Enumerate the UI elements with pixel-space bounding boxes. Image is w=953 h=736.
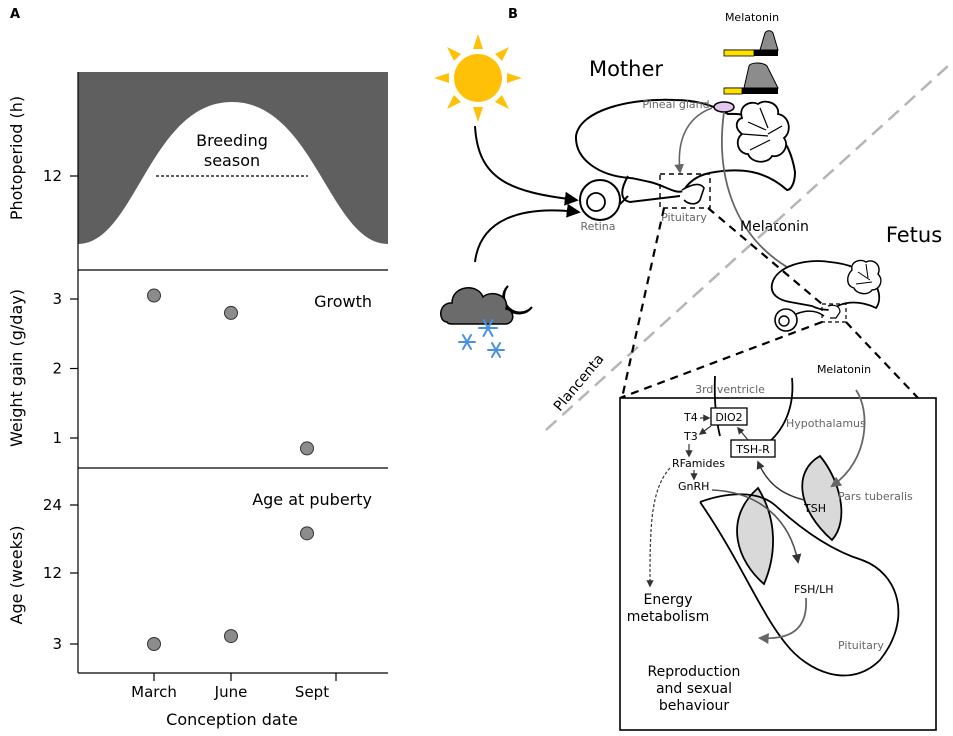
puberty-point bbox=[147, 637, 161, 651]
sun-icon bbox=[434, 34, 522, 122]
energy-label-line1: Energy bbox=[643, 592, 692, 608]
pars-tuberalis-label: Pars tuberalis bbox=[838, 490, 913, 503]
energy-label-line2: metabolism bbox=[627, 609, 709, 625]
melatonin-profile-label: Melatonin bbox=[725, 11, 779, 24]
tsh-label: TSH bbox=[803, 502, 826, 515]
pituitary-outline bbox=[699, 493, 900, 677]
mother-label: Mother bbox=[589, 57, 663, 81]
x-tick-label: March bbox=[131, 683, 177, 701]
growth-y-tick-label: 1 bbox=[52, 429, 62, 447]
melatonin-transfer-line bbox=[721, 111, 793, 271]
gnrh-to-pituitary-arrow bbox=[711, 489, 802, 564]
inset-diagram bbox=[646, 375, 900, 677]
third-ventricle-label: 3rd ventricle bbox=[695, 383, 765, 396]
x-axis-label: Conception date bbox=[166, 710, 298, 729]
growth-panel: Growth Weight gain (g/day) bbox=[7, 269, 388, 468]
growth-title: Growth bbox=[314, 292, 372, 311]
rfamides-label: RFamides bbox=[672, 457, 725, 470]
t3-label: T3 bbox=[683, 430, 698, 443]
melatonin-profiles bbox=[723, 30, 779, 95]
retina-label: Retina bbox=[581, 220, 616, 233]
t4-label: T4 bbox=[683, 411, 698, 424]
placenta-line bbox=[545, 65, 949, 431]
x-tick-label: Sept bbox=[295, 683, 329, 701]
fetal-melatonin-label: Melatonin bbox=[817, 363, 871, 376]
mother-pituitary-label: Pituitary bbox=[661, 211, 707, 224]
x-tick-label: June bbox=[214, 683, 248, 701]
repro-label-line3: behaviour bbox=[659, 698, 730, 714]
pineal-to-pituitary-arrow bbox=[674, 107, 713, 174]
puberty-panel: Age at puberty Age (weeks) Conception da… bbox=[7, 467, 388, 729]
growth-y-tick-label: 3 bbox=[52, 290, 62, 308]
pineal-gland-label: Pineal gland bbox=[642, 98, 709, 111]
fetus-label: Fetus bbox=[886, 223, 942, 247]
growth-ylabel: Weight gain (g/day) bbox=[7, 289, 26, 447]
breeding-season-line1: Breeding bbox=[196, 131, 268, 150]
photoperiod-ylabel: Photoperiod (h) bbox=[7, 96, 26, 220]
pineal-gland-shape bbox=[713, 101, 735, 113]
puberty-y-tick-label: 3 bbox=[52, 635, 62, 653]
photoperiod-panel: 12 Breeding season Photoperiod (h) bbox=[7, 72, 388, 270]
puberty-y-tick-label: 12 bbox=[43, 564, 62, 582]
tsh-r-label: TSH-R bbox=[735, 443, 770, 456]
growth-point bbox=[147, 288, 161, 303]
photoperiod-tick-label: 12 bbox=[43, 167, 62, 185]
repro-label-line2: and sexual bbox=[656, 681, 732, 697]
puberty-point bbox=[300, 526, 314, 541]
repro-label-line1: Reproduction bbox=[648, 664, 741, 680]
melatonin-transfer-label: Melatonin bbox=[740, 219, 809, 235]
growth-point bbox=[300, 441, 314, 456]
growth-y-tick-label: 2 bbox=[52, 360, 62, 378]
tsh-r-box bbox=[730, 439, 776, 458]
photoperiod-light-curve bbox=[78, 102, 388, 244]
puberty-point bbox=[224, 629, 238, 644]
puberty-title: Age at puberty bbox=[252, 490, 372, 509]
night-snow-icon bbox=[440, 285, 533, 358]
energy-arrow bbox=[646, 467, 671, 588]
breeding-season-line2: season bbox=[204, 151, 260, 170]
puberty-y-tick-label: 24 bbox=[43, 496, 62, 514]
dark-arrow bbox=[474, 203, 581, 263]
gnrh-label: GnRH bbox=[678, 480, 709, 493]
panel-a-letter: A bbox=[10, 7, 20, 22]
dio2-label: DIO2 bbox=[715, 411, 742, 424]
gonadotropin-arrow bbox=[757, 597, 807, 644]
light-arrow bbox=[474, 125, 579, 206]
fsh-lh-label: FSH/LH bbox=[794, 583, 834, 596]
dio2-box bbox=[710, 407, 748, 426]
mother-retina bbox=[579, 179, 629, 221]
growth-point bbox=[224, 305, 238, 320]
hypothalamus-label: Hypothalamus bbox=[786, 417, 866, 430]
fetus-brain bbox=[770, 259, 882, 332]
inset-pituitary-label: Pituitary bbox=[838, 639, 884, 652]
inset-box bbox=[619, 397, 937, 731]
projection-lines bbox=[619, 207, 919, 400]
melatonin-to-pt-arrow bbox=[830, 389, 866, 488]
panel-b-letter: B bbox=[508, 7, 518, 22]
mother-pituitary-box bbox=[659, 173, 711, 209]
puberty-ylabel: Age (weeks) bbox=[7, 526, 26, 625]
mother-brain bbox=[574, 98, 797, 209]
